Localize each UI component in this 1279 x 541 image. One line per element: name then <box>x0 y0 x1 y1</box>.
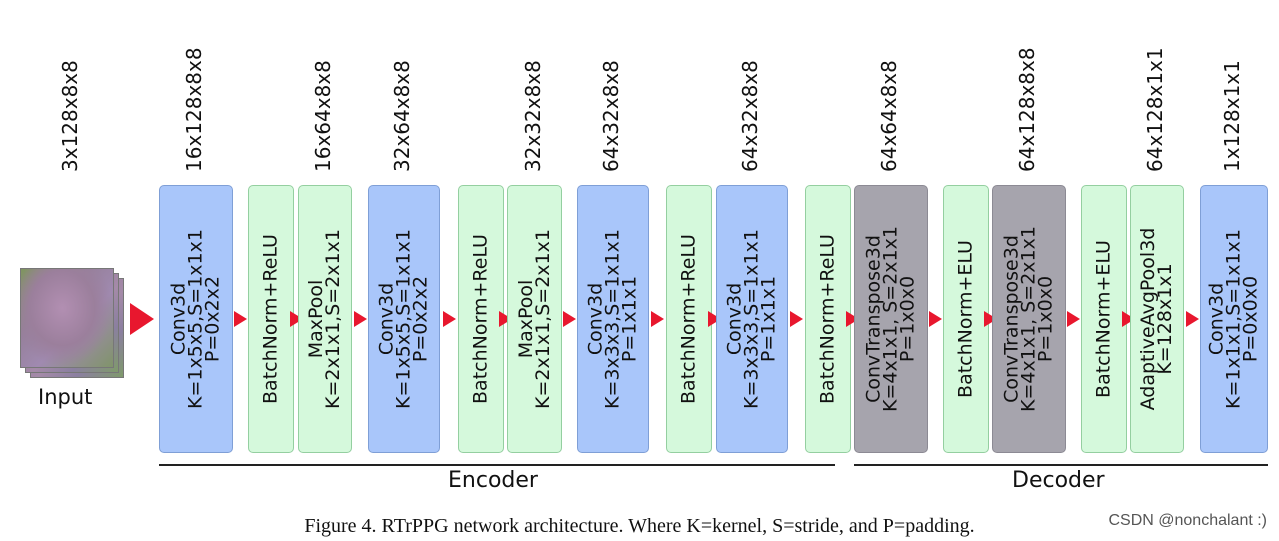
flow-arrow <box>442 311 456 327</box>
flow-arrow <box>790 311 803 327</box>
layer-label: BatchNorm+ELU <box>954 240 977 398</box>
output-dim-label: 1x128x1x1 <box>1220 60 1244 172</box>
flow-arrow <box>353 311 367 327</box>
flow-arrow <box>1185 311 1199 327</box>
layer-label-line: P=0x2x2 <box>201 275 224 363</box>
layer-label-line: K=2x1x1,S=2x1x1 <box>531 229 554 409</box>
layer-label: BatchNorm+ReLU <box>677 234 700 404</box>
layer-label: BatchNorm+ELU <box>1092 240 1115 398</box>
flow-arrow <box>1067 311 1080 327</box>
output-dim-label: 16x64x8x8 <box>311 60 335 172</box>
encoder-label: Encoder <box>448 468 538 493</box>
flow-arrow <box>929 311 942 327</box>
layer-label-line: P=1x1x1 <box>618 275 641 363</box>
layer-block-8: BatchNorm+ReLU <box>666 185 712 453</box>
layer-label-line: K=2x1x1,S=2x1x1 <box>322 229 344 409</box>
layer-label-line: P=0x0x0 <box>1239 275 1262 363</box>
encoder-bracket-line <box>159 464 835 466</box>
layer-label-line: BatchNorm+ReLU <box>259 234 282 404</box>
layer-label-line: P=1x1x1 <box>757 275 780 363</box>
layer-label: BatchNorm+ReLU <box>816 234 839 404</box>
layer-label-line: P=1x0x0 <box>1034 275 1057 363</box>
layer-label-line: P=0x2x2 <box>409 275 432 363</box>
layer-block-10: BatchNorm+ReLU <box>805 185 851 453</box>
layer-label-line: BatchNorm+ReLU <box>677 234 700 404</box>
layer-label-line: P=1x0x0 <box>896 275 919 363</box>
flow-arrow <box>563 311 576 327</box>
layer-label: BatchNorm+ReLU <box>469 234 492 404</box>
layer-label-line: K=128x1x1 <box>1154 263 1176 375</box>
output-dim-label: 64x32x8x8 <box>599 60 623 172</box>
output-dim-label: 16x128x8x8 <box>182 47 206 172</box>
output-dim-label: 32x32x8x8 <box>520 60 545 172</box>
input-arrow <box>130 303 154 335</box>
layer-label-line: BatchNorm+ReLU <box>816 234 839 404</box>
input-label: Input <box>38 385 93 409</box>
layer-label: BatchNorm+ReLU <box>259 234 282 404</box>
input-frame-front <box>20 268 114 368</box>
output-dim-label: 64x128x1x1 <box>1143 47 1167 172</box>
layer-block-2: BatchNorm+ReLU <box>248 185 294 453</box>
output-dim-label: 32x64x8x8 <box>390 60 414 172</box>
layer-block-14: BatchNorm+ELU <box>1081 185 1127 453</box>
layer-label-line: BatchNorm+ReLU <box>469 234 492 404</box>
flow-arrow <box>651 311 664 327</box>
figure-caption: Figure 4. RTrPPG network architecture. W… <box>304 515 975 537</box>
decoder-label: Decoder <box>1012 468 1105 493</box>
layer-block-5: BatchNorm+ReLU <box>458 185 504 453</box>
output-dim-label: 64x128x8x8 <box>1015 47 1039 172</box>
decoder-bracket-line <box>854 464 1268 466</box>
input-dim-label: 3x128x8x8 <box>58 60 82 172</box>
watermark: CSDN @nonchalant :) <box>1108 512 1267 529</box>
output-dim-label: 64x32x8x8 <box>738 60 762 172</box>
output-dim-label: 64x64x8x8 <box>877 60 901 172</box>
layer-label-line: BatchNorm+ELU <box>1092 240 1115 398</box>
flow-arrow <box>234 311 247 327</box>
layer-label-line: BatchNorm+ELU <box>954 240 977 398</box>
layer-block-12: BatchNorm+ELU <box>943 185 989 453</box>
